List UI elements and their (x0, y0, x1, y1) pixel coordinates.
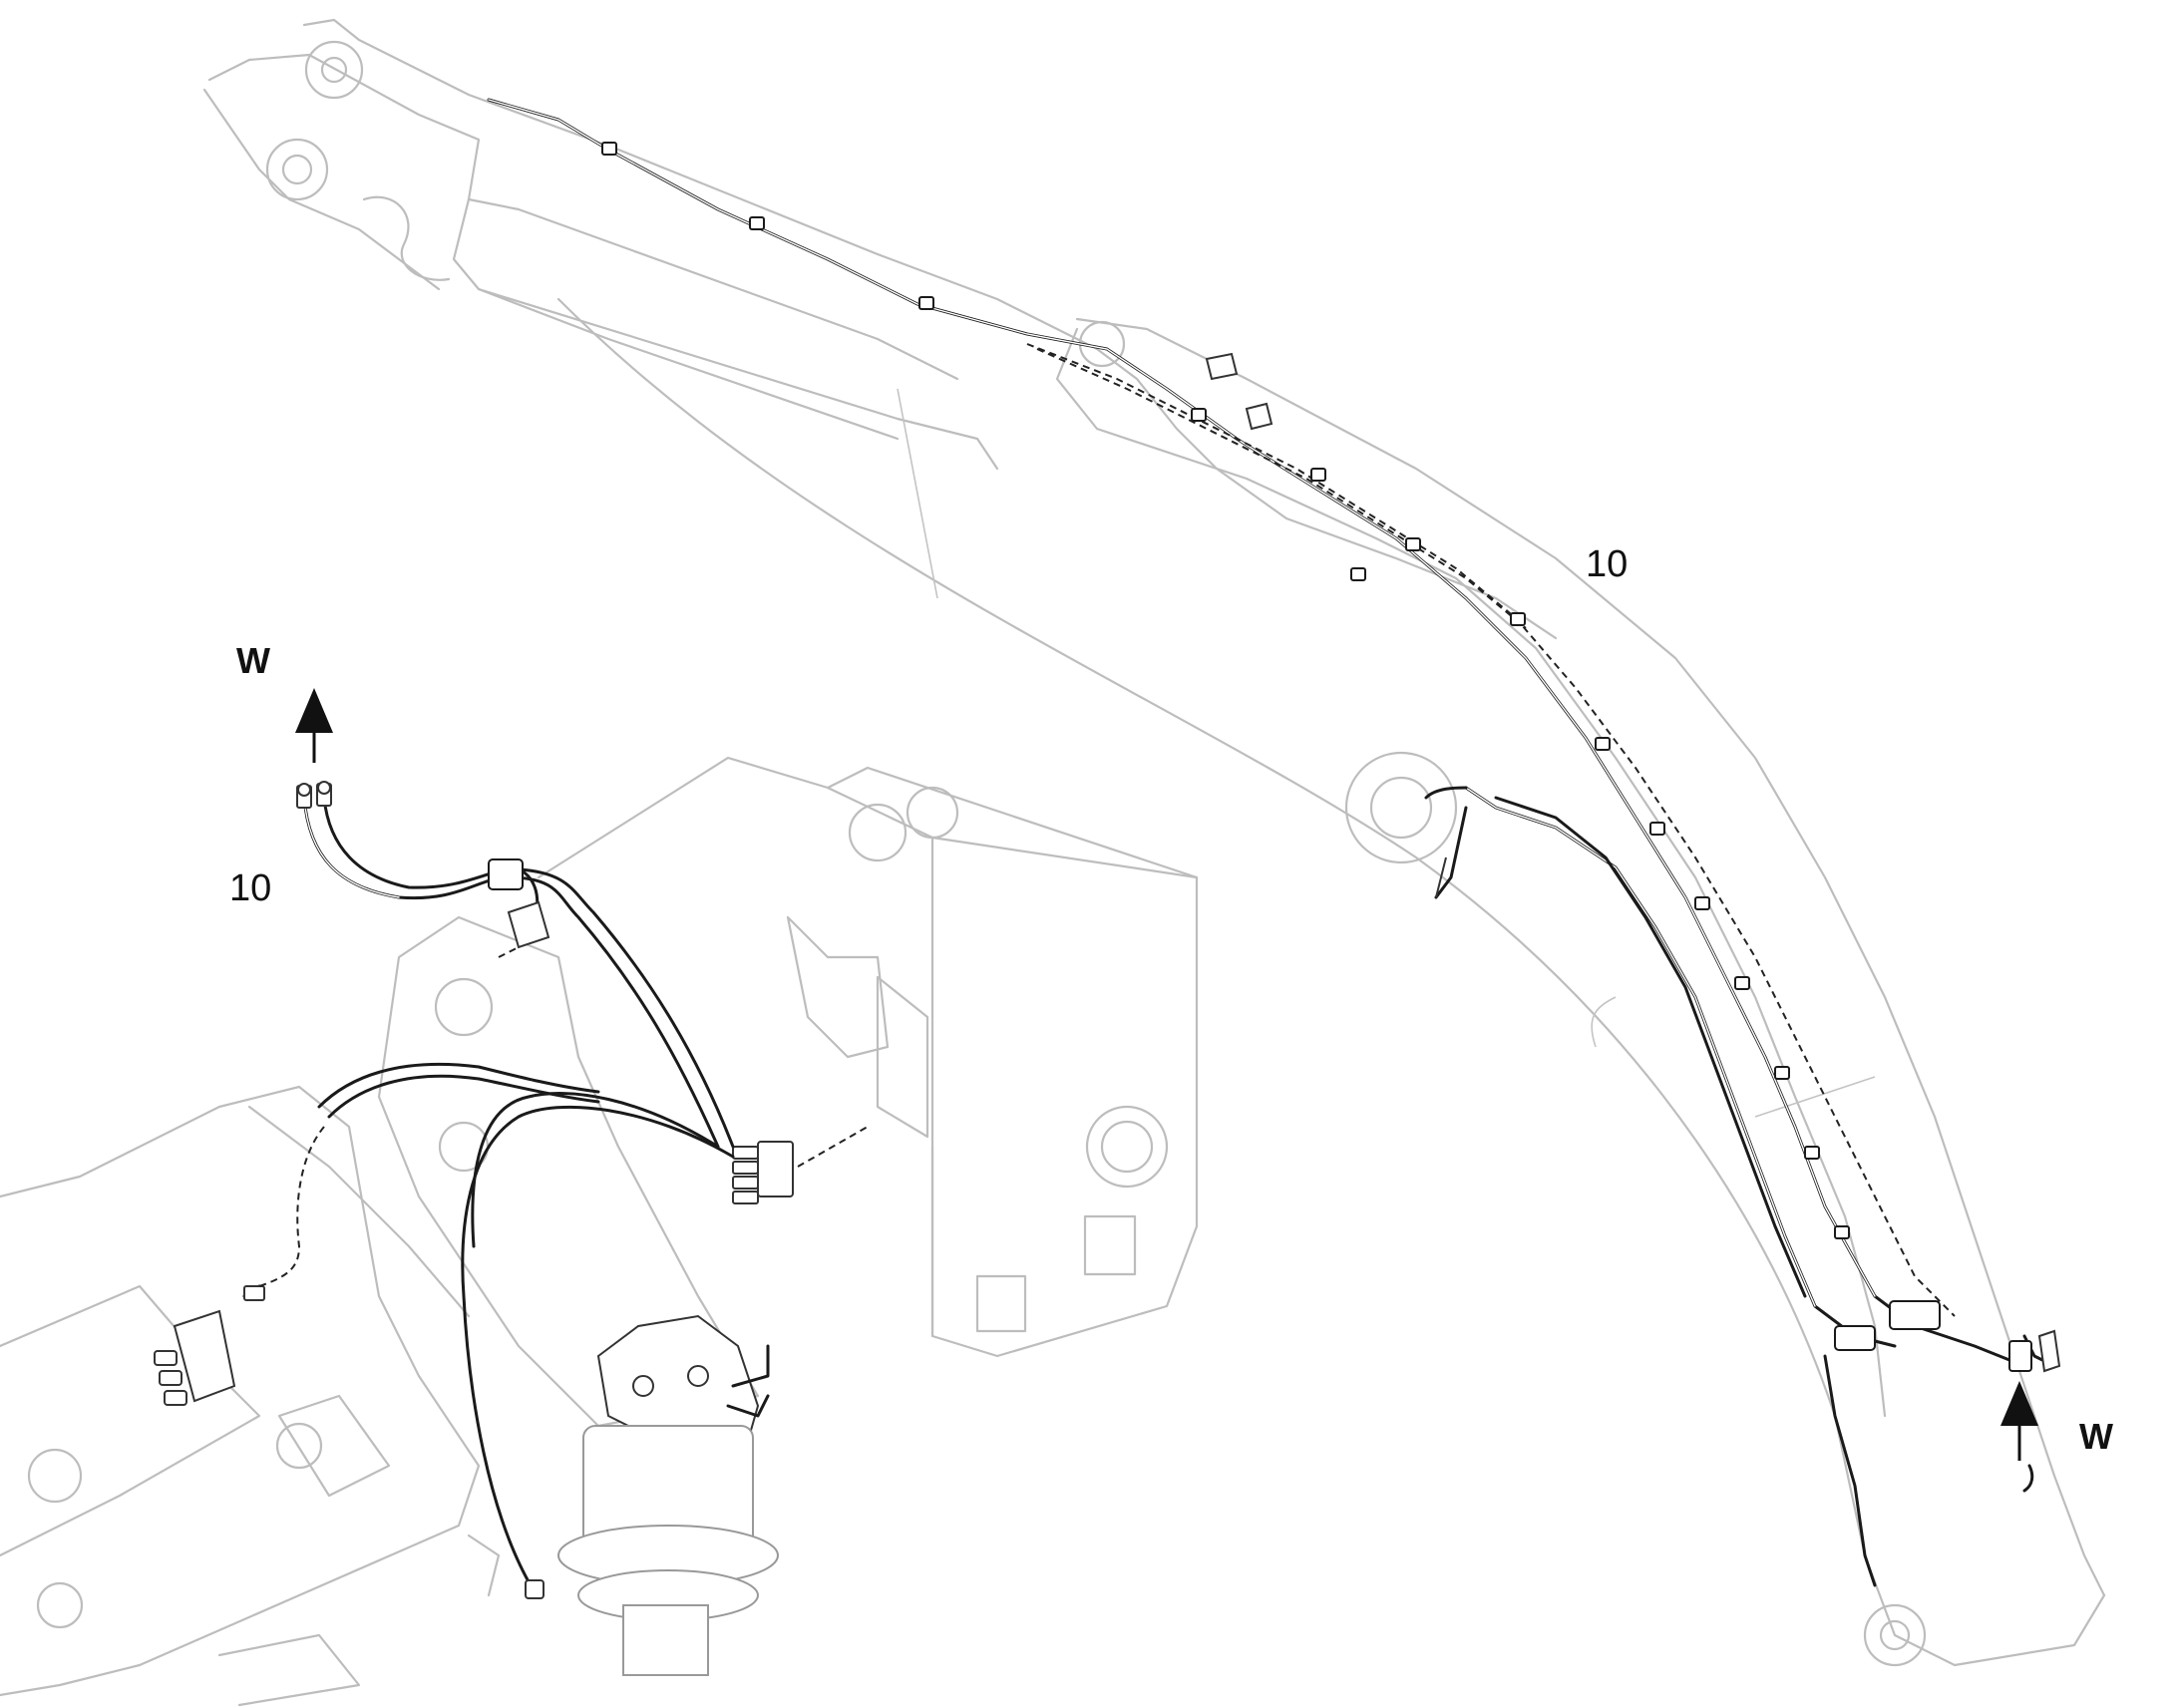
boom-fittings (1205, 352, 2061, 1373)
left-hose-bundle (258, 781, 735, 1599)
item-callout-left: 10 (229, 867, 272, 909)
boom-hose-bundle (487, 98, 2056, 1587)
control-valve-block (732, 1126, 869, 1204)
direction-label-left: W (236, 640, 270, 681)
item-callout-boom: 10 (1586, 543, 1629, 585)
manifold-block (154, 1284, 265, 1406)
swing-motor (557, 1314, 779, 1676)
arrow-up-icon-right (2000, 1381, 2038, 1461)
direction-label-right: W (2079, 1416, 2113, 1457)
arrow-up-icon-left (295, 688, 333, 763)
boom-outline (202, 18, 2106, 1667)
